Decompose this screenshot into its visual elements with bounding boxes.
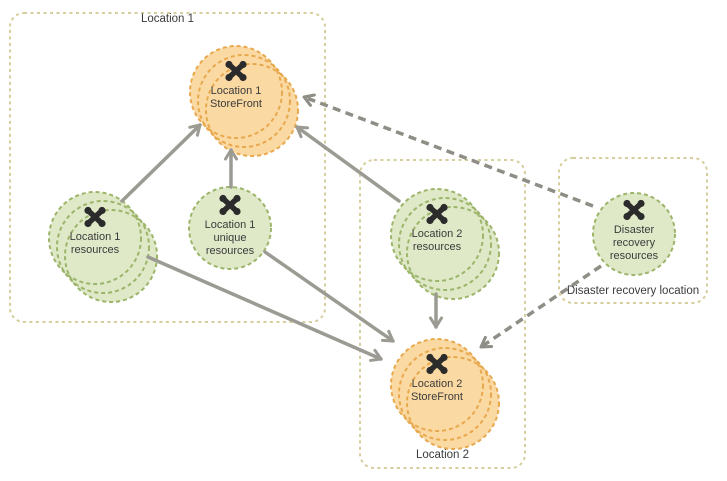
l2-storefront-circles: [390, 338, 500, 450]
l1-unique-resources-circle: [188, 186, 272, 270]
disaster-recovery-group-box: [558, 157, 708, 304]
l1-storefront-circles: [189, 45, 299, 157]
arrow-l1-resources-to-l1-storefront: [120, 123, 202, 203]
arrow-dr-resources-to-l2-storefront: [479, 264, 602, 349]
arrow-dr-resources-to-l1-storefront: [302, 93, 594, 208]
dr-resources-circle: [592, 192, 676, 276]
location1-group-label: Location 1: [140, 13, 195, 25]
arrow-l2-resources-to-l1-storefront: [295, 125, 401, 203]
location2-group-box: [359, 159, 526, 469]
l1-resources-circles: [48, 191, 158, 303]
arrow-l1-unique-resources-to-l2-storefront: [263, 250, 395, 343]
location2-group-label: Location 2: [415, 449, 470, 461]
location1-group-box: [9, 12, 326, 323]
disaster-recovery-group-label: Disaster recovery location: [566, 285, 700, 297]
arrow-l1-resources-to-l2-storefront: [146, 255, 383, 362]
l2-resources-circles: [390, 188, 500, 300]
